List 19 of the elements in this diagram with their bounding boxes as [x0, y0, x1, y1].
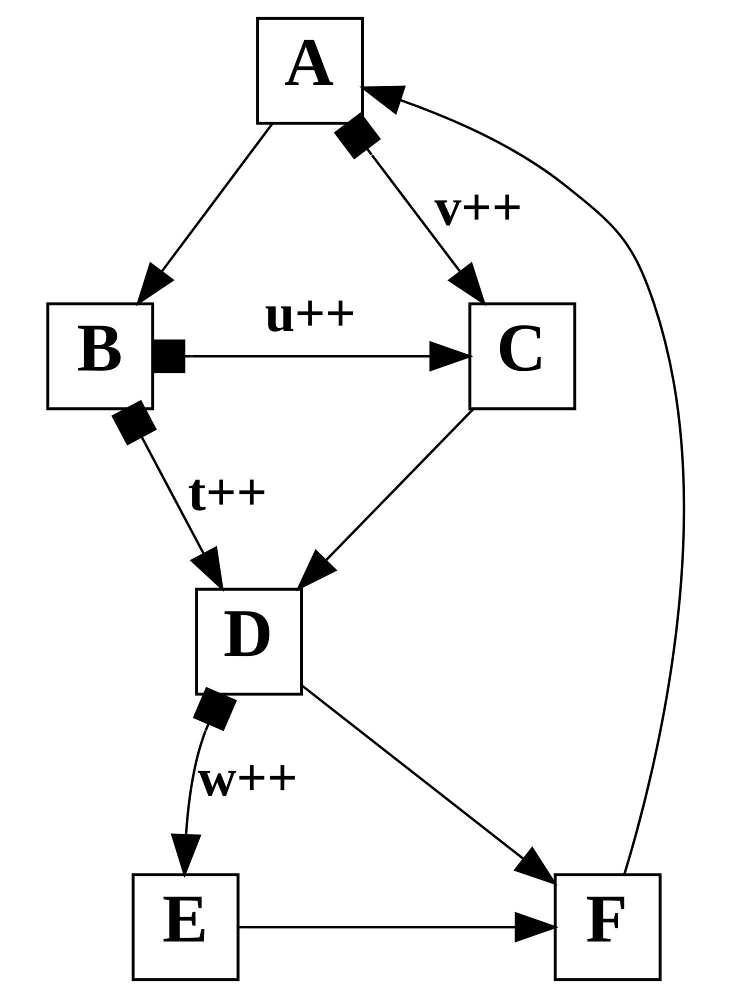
arrow: [110, 400, 224, 592]
edge-label: w++: [197, 748, 298, 808]
arrow: [300, 684, 557, 886]
edge-label: v++: [434, 176, 522, 237]
edge-label: t++: [188, 462, 267, 522]
node-box: A: [256, 16, 364, 125]
arrow: [151, 339, 473, 374]
arrow: [135, 122, 273, 306]
arrow: [358, 86, 684, 874]
node-box: F: [553, 873, 662, 982]
node-box: E: [131, 873, 240, 982]
arrow: [238, 912, 558, 943]
node-box: D: [194, 588, 302, 696]
arrow: [170, 686, 236, 878]
edge-label: u++: [264, 282, 356, 343]
node-box: C: [468, 302, 576, 410]
node-box: B: [46, 302, 154, 410]
arrow: [295, 408, 474, 592]
arrow: [333, 112, 486, 306]
